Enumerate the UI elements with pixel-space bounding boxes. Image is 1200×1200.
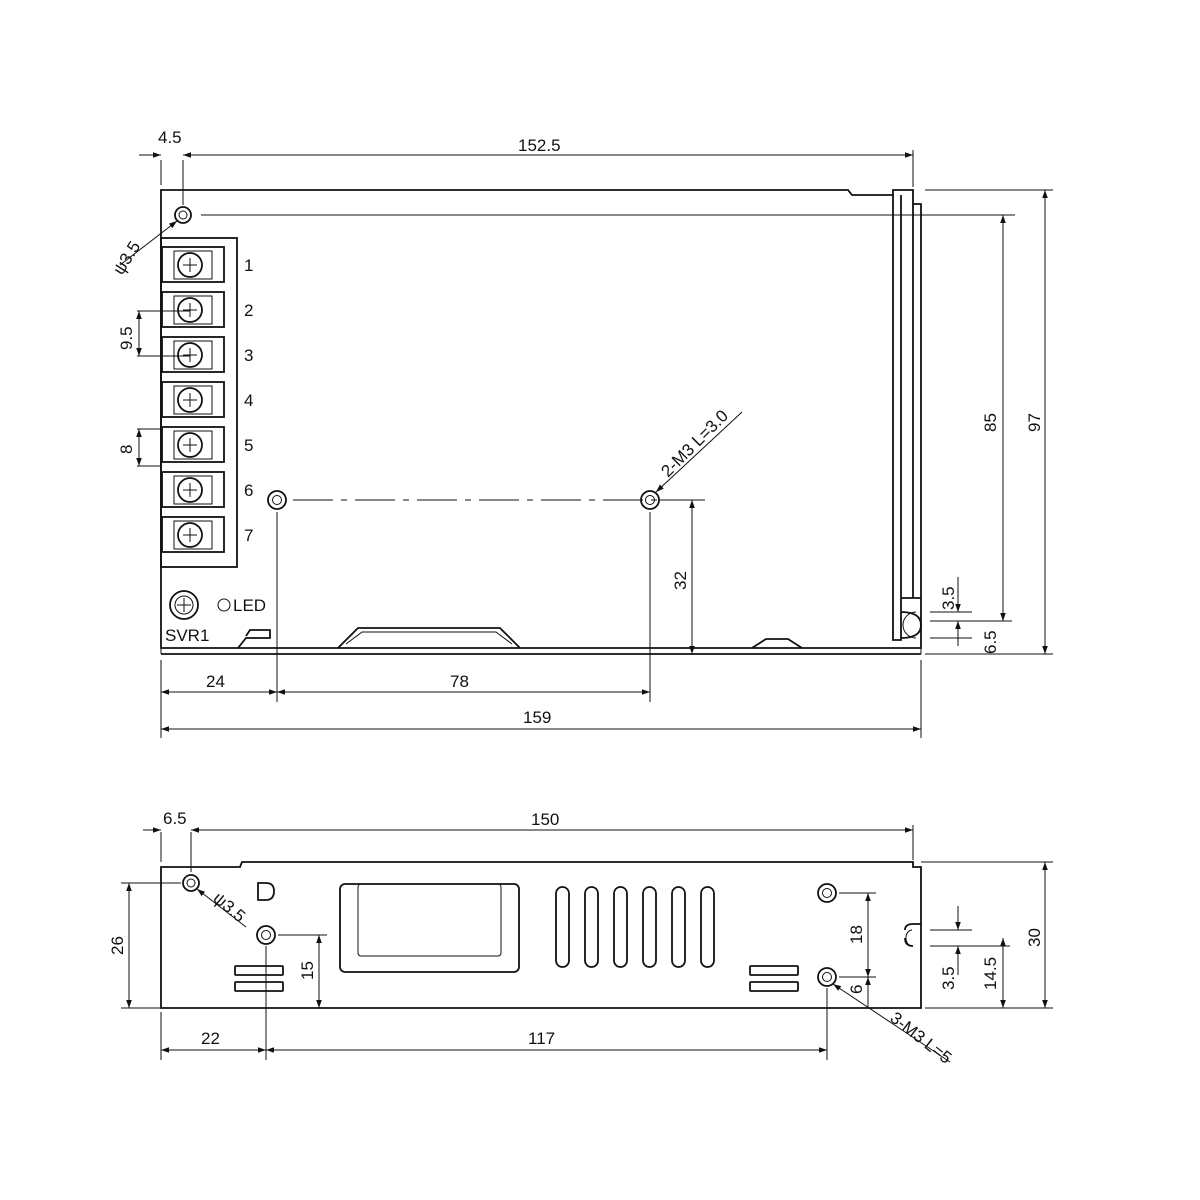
led-label: LED — [233, 596, 266, 615]
dim-height-inner: 85 — [981, 413, 1000, 432]
m3-hole-side-2 — [817, 883, 837, 903]
terminal-block — [160, 237, 238, 568]
side-mount-hole — [182, 874, 200, 892]
dim-hole-dia: ψ3.5 — [109, 238, 144, 278]
terminal-7: 7 — [161, 516, 253, 553]
screw-cross-icon — [183, 528, 197, 542]
dim-side-hole-dia: ψ3.5 — [209, 889, 249, 927]
slot — [234, 981, 284, 992]
slot — [234, 965, 284, 976]
dim-hole-spacing-v: 32 — [671, 571, 690, 590]
m3-hole-side-3 — [817, 967, 837, 987]
terminal-label: 7 — [244, 526, 253, 545]
terminal-frame — [161, 426, 225, 463]
dim-left-to-hole: 24 — [206, 672, 225, 691]
dim-hole-spacing-h: 78 — [450, 672, 469, 691]
vent-slot — [671, 886, 686, 968]
top-view-housing — [160, 189, 922, 649]
dim-notch-offset: 6.5 — [981, 630, 1000, 654]
dim-terminal-pitch: 9.5 — [117, 326, 136, 350]
terminal-label: 3 — [244, 346, 253, 365]
screw-cross-icon — [183, 258, 197, 272]
dim-side-hole-spacing-v: 18 — [847, 925, 866, 944]
screw-cross-icon — [183, 348, 197, 362]
dim-offset-left: 4.5 — [158, 128, 182, 147]
terminal-label: 1 — [244, 256, 253, 275]
terminal-6: 6 — [161, 471, 253, 508]
screw-cross-icon — [177, 598, 191, 612]
dim-side-hole-spacing-h: 117 — [528, 1029, 555, 1048]
dim-side-left-to-hole: 22 — [201, 1029, 220, 1048]
terminal-screw-icon — [177, 387, 203, 413]
dim-side-hole-offset-bottom: 6 — [847, 985, 866, 994]
screw-note-top: 2-M3 L=3.0 — [657, 406, 732, 481]
m3-hole-side-1 — [256, 925, 276, 945]
screw-cross-icon — [183, 303, 197, 317]
dim-side-offset-left: 6.5 — [163, 809, 187, 828]
terminal-screw-icon — [177, 297, 203, 323]
screw-cross-icon — [183, 438, 197, 452]
terminal-3: 3 — [161, 336, 253, 373]
terminal-label: 5 — [244, 436, 253, 455]
mount-hole — [174, 206, 192, 224]
terminal-frame — [161, 471, 225, 508]
m3-hole-left — [267, 490, 287, 510]
dim-height-total: 97 — [1025, 413, 1044, 432]
terminal-frame — [161, 381, 225, 418]
terminal-frame — [161, 336, 225, 373]
dim-notch-size: 3.5 — [939, 586, 958, 610]
terminal-label: 6 — [244, 481, 253, 500]
bottom-tab — [337, 627, 521, 649]
dim-length-total: 159 — [523, 708, 551, 727]
vent-slot — [584, 886, 599, 968]
dim-terminal-height: 8 — [117, 445, 136, 454]
vent-slot — [642, 886, 657, 968]
top-view: 1 2 3 4 5 6 7 SVR1 LED 4.5 152.5 ψ3.5 9.5 — [109, 128, 1053, 738]
screw-note-side: 3-M3 L=5 — [887, 1008, 956, 1067]
side-view-housing — [160, 861, 922, 1009]
dim-side-width-holes: 150 — [531, 810, 559, 829]
side-view: 6.5 150 ψ3.5 26 15 18 6 3-M3 L=5 30 — [108, 809, 1053, 1068]
terminal-screw-icon — [177, 522, 203, 548]
screw-cross-icon — [183, 393, 197, 407]
dim-side-notch-height: 14.5 — [981, 957, 1000, 990]
terminal-5: 5 — [161, 426, 253, 463]
vent-slot — [555, 886, 570, 968]
vent-slot — [613, 886, 628, 968]
d-mark-icon — [257, 882, 275, 901]
terminal-frame — [161, 291, 225, 328]
slot — [749, 981, 799, 992]
terminal-2: 2 — [161, 291, 253, 328]
screw-cross-icon — [183, 483, 197, 497]
dim-side-hole-height-mid: 15 — [298, 961, 317, 980]
terminal-4: 4 — [161, 381, 253, 418]
terminal-label: 4 — [244, 391, 253, 410]
svr1-potentiometer — [169, 590, 199, 620]
terminal-frame — [161, 516, 225, 553]
terminal-1: 1 — [161, 246, 253, 283]
led-indicator — [217, 598, 231, 612]
side-flange — [892, 195, 902, 641]
vent-slots — [555, 886, 715, 968]
terminal-screw-icon — [177, 432, 203, 458]
terminal-screw-icon — [177, 342, 203, 368]
terminal-frame — [161, 246, 225, 283]
terminal-screw-icon — [177, 477, 203, 503]
dim-side-notch-size: 3.5 — [939, 966, 958, 990]
window-outline — [339, 883, 520, 973]
dim-width-holes: 152.5 — [518, 136, 561, 155]
dim-side-hole-height-left: 26 — [108, 936, 127, 955]
vent-slot — [700, 886, 715, 968]
slot — [749, 965, 799, 976]
terminal-label: 2 — [244, 301, 253, 320]
terminal-screw-icon — [177, 252, 203, 278]
svr1-label: SVR1 — [165, 626, 209, 645]
dim-side-height-total: 30 — [1025, 928, 1044, 947]
notch-outline — [900, 597, 922, 639]
